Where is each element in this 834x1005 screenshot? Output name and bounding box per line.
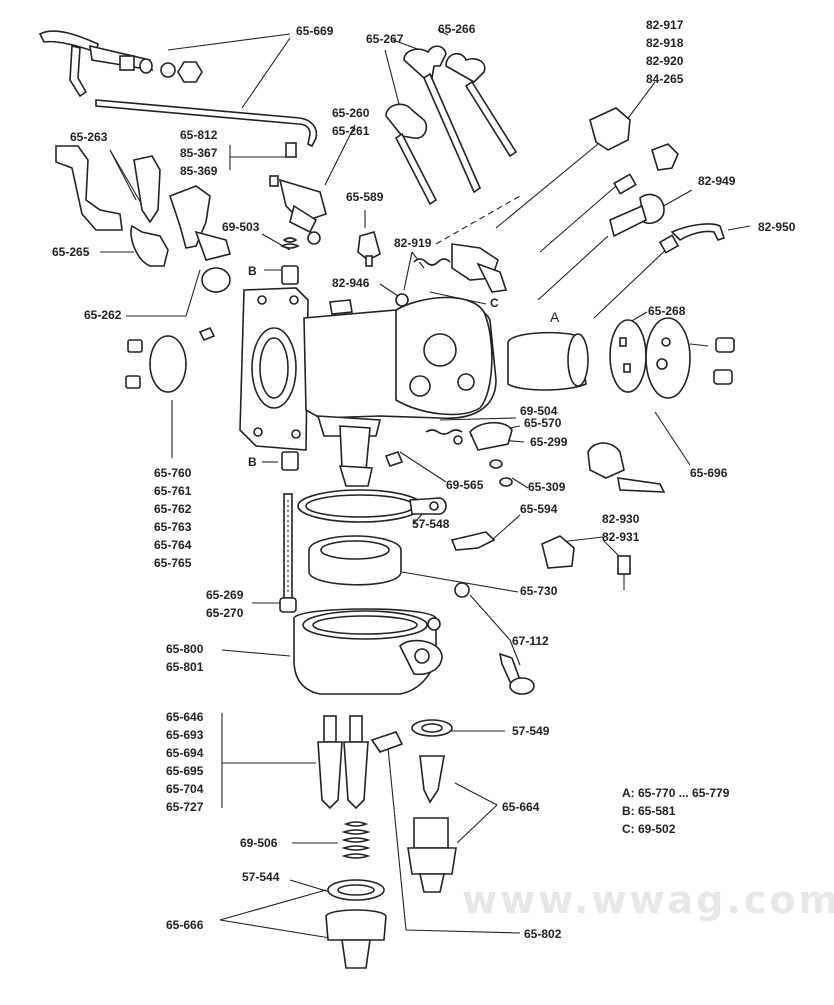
left-small-parts bbox=[125, 265, 299, 471]
part-label-65-812: 65-812 bbox=[180, 128, 218, 142]
part-label-b-lower: B bbox=[248, 455, 257, 469]
part-label-82-918: 82-918 bbox=[646, 36, 684, 50]
part-label-65-594: 65-594 bbox=[520, 502, 558, 516]
part-label-65-265: 65-265 bbox=[52, 245, 90, 259]
part-label-65-802: 65-802 bbox=[524, 927, 562, 941]
legend-item-c: C: 69-502 bbox=[622, 822, 676, 836]
part-label-65-269: 65-269 bbox=[206, 588, 244, 602]
part-label-65-801: 65-801 bbox=[166, 660, 204, 674]
part-label-65-261: 65-261 bbox=[332, 124, 370, 138]
part-label-69-506: 69-506 bbox=[240, 836, 278, 850]
part-label-82-949: 82-949 bbox=[698, 174, 736, 188]
carburetor-body bbox=[239, 287, 497, 451]
part-label-82-950: 82-950 bbox=[758, 220, 796, 234]
part-label-65-693: 65-693 bbox=[166, 728, 204, 742]
part-label-65-262: 65-262 bbox=[84, 308, 122, 322]
part-label-65-764: 65-764 bbox=[154, 538, 192, 552]
part-label-65-694: 65-694 bbox=[166, 746, 204, 760]
part-label-65-299: 65-299 bbox=[530, 435, 568, 449]
bottom-parts bbox=[325, 821, 387, 969]
part-label-82-920: 82-920 bbox=[646, 54, 684, 68]
part-label-82-931: 82-931 bbox=[602, 530, 640, 544]
part-label-65-760: 65-760 bbox=[154, 466, 192, 480]
part-label-c: C bbox=[490, 296, 499, 310]
part-label-69-503: 69-503 bbox=[222, 220, 260, 234]
part-label-65-268: 65-268 bbox=[648, 304, 686, 318]
idle-parts bbox=[280, 195, 521, 307]
legend-item-a: A: 65-770 ... 65-779 bbox=[622, 786, 730, 800]
part-label-a: A bbox=[550, 309, 560, 325]
part-label-82-917: 82-917 bbox=[646, 18, 684, 32]
legend: A: 65-770 ... 65-779 B: 65-581 C: 69-502 bbox=[622, 784, 729, 838]
legend-item-b: B: 65-581 bbox=[622, 804, 676, 818]
part-label-82-919: 82-919 bbox=[394, 236, 432, 250]
part-label-65-266: 65-266 bbox=[438, 22, 476, 36]
leader-lines bbox=[100, 29, 751, 939]
choke-shaft-parts bbox=[385, 45, 518, 206]
part-label-67-112: 67-112 bbox=[512, 634, 549, 648]
part-label-69-565: 69-565 bbox=[446, 478, 484, 492]
part-label-57-544: 57-544 bbox=[242, 870, 280, 884]
part-label-69-504: 69-504 bbox=[520, 404, 558, 418]
part-label-65-669: 65-669 bbox=[296, 24, 334, 38]
part-label-65-309: 65-309 bbox=[528, 480, 566, 494]
part-label-65-664: 65-664 bbox=[502, 800, 540, 814]
part-label-65-260: 65-260 bbox=[332, 106, 370, 120]
part-label-82-930: 82-930 bbox=[602, 512, 640, 526]
float-bowl-parts bbox=[293, 489, 447, 695]
part-label-65-589: 65-589 bbox=[346, 190, 384, 204]
part-label-65-263: 65-263 bbox=[70, 130, 108, 144]
part-label-65-800: 65-800 bbox=[166, 642, 204, 656]
bracket-assemblies bbox=[55, 142, 327, 293]
part-label-b-upper: B bbox=[248, 264, 257, 278]
float-stem-parts bbox=[279, 493, 297, 613]
part-label-65-570: 65-570 bbox=[524, 416, 562, 430]
part-label-65-696: 65-696 bbox=[690, 466, 728, 480]
needle-valve-parts bbox=[495, 107, 726, 319]
part-label-65-267: 65-267 bbox=[366, 32, 404, 46]
throttle-lever-part bbox=[38, 30, 318, 148]
misc-right-parts bbox=[450, 531, 631, 695]
part-label-65-666: 65-666 bbox=[166, 918, 204, 932]
lower-jet-parts bbox=[317, 715, 457, 893]
part-label-65-763: 65-763 bbox=[154, 520, 192, 534]
part-label-85-367: 85-367 bbox=[180, 146, 218, 160]
part-label-65-695: 65-695 bbox=[166, 764, 204, 778]
part-label-65-727: 65-727 bbox=[166, 800, 204, 814]
part-label-65-762: 65-762 bbox=[154, 502, 192, 516]
part-label-65-270: 65-270 bbox=[206, 606, 244, 620]
part-label-65-730: 65-730 bbox=[520, 584, 558, 598]
part-label-82-946: 82-946 bbox=[332, 276, 370, 290]
part-label-57-549: 57-549 bbox=[512, 724, 550, 738]
part-label-84-265: 84-265 bbox=[646, 72, 684, 86]
part-label-57-548: 57-548 bbox=[412, 517, 450, 531]
part-label-65-704: 65-704 bbox=[166, 782, 204, 796]
watermark: www.wwag.com bbox=[462, 878, 834, 922]
part-label-65-761: 65-761 bbox=[154, 484, 192, 498]
pump-parts bbox=[338, 421, 666, 493]
part-label-65-646: 65-646 bbox=[166, 710, 204, 724]
air-intake-parts bbox=[507, 317, 735, 399]
part-label-65-765: 65-765 bbox=[154, 556, 192, 570]
part-label-85-369: 85-369 bbox=[180, 164, 218, 178]
